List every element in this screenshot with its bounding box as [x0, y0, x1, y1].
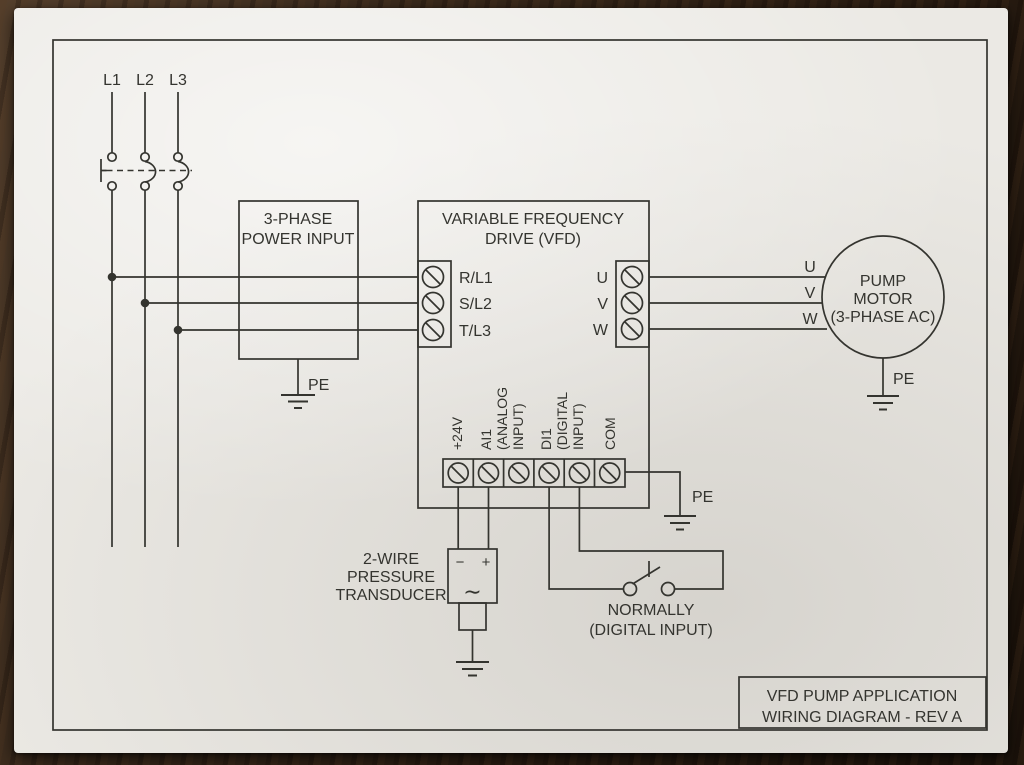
vfd-control-terminal-strip: +24V AI1 (ANALOG INPUT) DI1 (DIGITAL INP… [442, 387, 626, 488]
contact-circle [139, 151, 151, 163]
contact-circle [106, 151, 118, 163]
pressure-transducer: − + ∼ 2-WIRE PRESSURE TRANSDUCER [335, 487, 498, 677]
breaker-contactor-icon [100, 151, 192, 192]
motor-phase-w: W [802, 311, 818, 328]
control-label-analog-input: INPUT) [510, 403, 526, 450]
pole-arc-l2 [144, 160, 157, 183]
control-label-com: COM [602, 417, 618, 450]
motor-circuit: U V W PUMP MOTOR (3-PHASE AC) PE [649, 235, 945, 411]
vfd-title-2: DRIVE (VFD) [485, 231, 581, 248]
transducer-label-3: TRANSDUCER [335, 587, 446, 604]
transducer-minus: − [456, 554, 465, 571]
screw-terminal-icon [477, 462, 500, 484]
terminal-block-outline [615, 260, 650, 348]
vfd-input-terminal-block: R/L1 S/L2 T/L3 [417, 260, 493, 348]
phase-label-l2: L2 [136, 72, 154, 89]
motor-name-3: (3-PHASE AC) [831, 309, 936, 326]
terminal-label-tl3: T/L3 [459, 323, 491, 340]
control-label-ai1: AI1 [478, 429, 494, 450]
control-label-digital-input: INPUT) [570, 403, 586, 450]
transducer-label-2: PRESSURE [347, 569, 435, 586]
control-label-24v: +24V [449, 416, 465, 450]
diagram-border [52, 39, 988, 731]
vfd-title-1: VARIABLE FREQUENCY [442, 211, 624, 228]
ground-icon [281, 394, 315, 409]
vfd-pe-label: PE [692, 489, 713, 506]
title-block-line-2: WIRING DIAGRAM - REV A [762, 709, 962, 726]
terminal-block-outline [417, 260, 452, 348]
motor-name-2: MOTOR [853, 291, 912, 308]
screw-terminal-icon [421, 291, 445, 315]
power-input-title-1: 3-PHASE [264, 211, 332, 228]
title-block: VFD PUMP APPLICATION WIRING DIAGRAM - RE… [738, 676, 987, 729]
screw-terminal-icon [447, 462, 470, 484]
incoming-supply: L1 L2 L3 [100, 72, 418, 547]
control-label-digital: (DIGITAL [554, 392, 570, 450]
transducer-label-1: 2-WIRE [363, 551, 419, 568]
transducer-fitting [458, 602, 487, 631]
contact-circle [106, 180, 118, 192]
screw-terminal-icon [507, 462, 530, 484]
supply-feeder-wires [111, 190, 179, 547]
transducer-plus: + [482, 554, 491, 571]
ground-icon [664, 515, 696, 531]
vfd-pe-ground: PE [625, 471, 713, 531]
screw-terminal-icon [538, 462, 560, 484]
terminal-label-sl2: S/L2 [459, 296, 492, 313]
switch-label-1: NORMALLY [608, 602, 695, 619]
power-input-box: 3-PHASE POWER INPUT PE [238, 200, 359, 409]
terminal-label-v: V [597, 296, 608, 313]
di1-wire [548, 487, 623, 590]
ground-icon [867, 395, 899, 411]
supply-drop-wires [111, 92, 179, 153]
sine-wave-icon: ∼ [463, 579, 481, 604]
phase-label-l1: L1 [103, 72, 121, 89]
title-block-line-1: VFD PUMP APPLICATION [767, 688, 958, 705]
terminal-strip-dividers [472, 459, 596, 487]
contact-circle [660, 581, 676, 597]
transducer-wires [457, 487, 490, 549]
ground-icon [456, 661, 489, 677]
screw-terminal-icon [620, 317, 644, 341]
paper-sheet [14, 8, 1008, 753]
digital-input-switch: NORMALLY (DIGITAL INPUT) [548, 487, 724, 639]
control-label-analog: (ANALOG [494, 387, 510, 450]
control-label-di1: DI1 [538, 428, 554, 450]
power-wires-to-vfd [112, 276, 418, 331]
contact-circle [139, 180, 151, 192]
switch-label-2: (DIGITAL INPUT) [589, 622, 713, 639]
vfd-output-terminal-block: U V W [593, 260, 650, 348]
motor-phase-u: U [804, 259, 816, 276]
terminal-label-u: U [596, 270, 608, 287]
com-pe-wire [625, 471, 681, 516]
breaker-handle-icon [100, 159, 107, 182]
vfd-box: VARIABLE FREQUENCY DRIVE (VFD) R/L1 S/L2… [417, 200, 713, 531]
screw-terminal-icon [598, 462, 621, 484]
power-pe-label: PE [308, 377, 329, 394]
screw-terminal-icon [421, 265, 445, 289]
motor-pe-label: PE [893, 371, 914, 388]
terminal-label-rl1: R/L1 [459, 270, 493, 287]
terminal-label-w: W [593, 322, 609, 339]
switch-return-wire [578, 487, 724, 590]
motor-phase-v: V [805, 285, 816, 302]
screw-terminal-icon [620, 265, 644, 289]
screw-terminal-icon [421, 318, 445, 342]
contact-circle [622, 581, 638, 597]
switch-icon [622, 561, 676, 597]
motor-name-1: PUMP [860, 273, 906, 290]
contact-circle [172, 180, 184, 192]
motor-wires [649, 276, 827, 330]
vfd-outline [417, 200, 650, 509]
phase-label-l3: L3 [169, 72, 187, 89]
screw-terminal-icon [568, 462, 591, 484]
screw-terminal-icon [620, 291, 644, 315]
contact-circle [172, 151, 184, 163]
pole-arc-l3 [177, 160, 190, 183]
power-input-title-2: POWER INPUT [242, 231, 355, 248]
title-block-outline [738, 676, 987, 729]
switch-lever [632, 566, 661, 585]
